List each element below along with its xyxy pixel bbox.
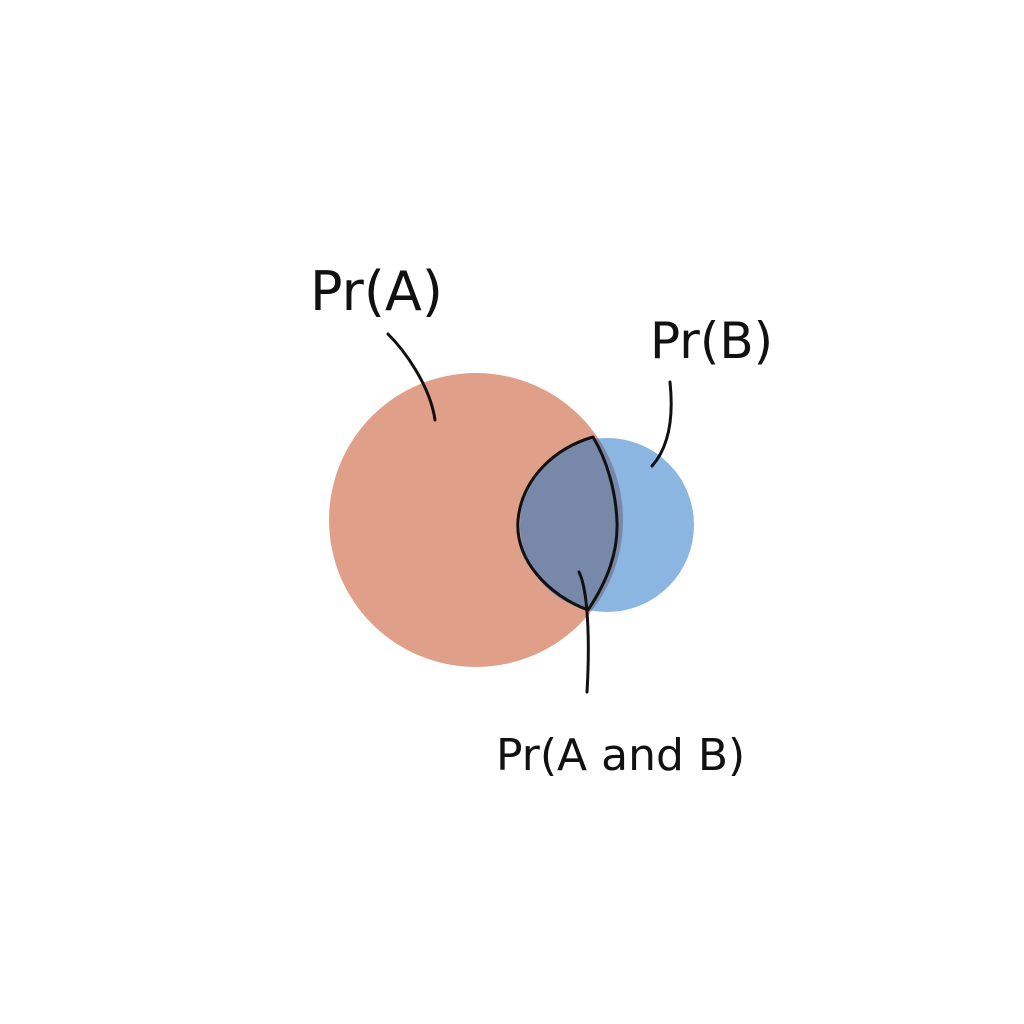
leader-line-b xyxy=(650,380,673,468)
intersection-outline xyxy=(516,435,619,612)
label-pr-a-and-b: Pr(A and B) xyxy=(496,730,745,781)
label-pr-a: Pr(A) xyxy=(310,260,443,323)
leader-line-a xyxy=(386,332,437,422)
intersection-region xyxy=(520,438,623,612)
leader-line-a-and-b xyxy=(577,570,590,694)
circle-a xyxy=(329,373,623,667)
label-pr-b: Pr(B) xyxy=(650,312,773,370)
